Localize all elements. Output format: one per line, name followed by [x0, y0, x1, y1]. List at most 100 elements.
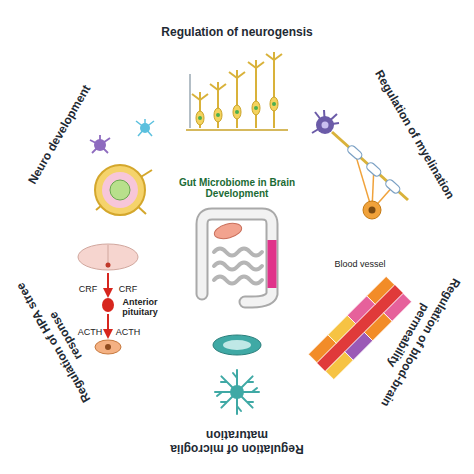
nucleus	[223, 340, 251, 350]
sector-title: Neuro development	[15, 64, 105, 206]
resting-microglia	[213, 335, 261, 355]
neuron-body	[196, 111, 204, 125]
wedge-shape	[1, 33, 237, 237]
separator-line	[0, 235, 149, 239]
crf-arrow	[107, 273, 109, 296]
nucleus	[235, 110, 239, 114]
neuron-bodies	[196, 97, 278, 125]
intestine-loop	[214, 249, 262, 256]
pituitary	[102, 298, 114, 312]
nucleus	[272, 102, 276, 106]
nucleus	[198, 116, 202, 120]
figure-label: CRF	[79, 285, 98, 295]
hypothalamus	[106, 263, 111, 268]
neuron-body	[270, 97, 278, 111]
separator-line	[281, 29, 357, 161]
neuron-process	[266, 52, 282, 128]
sector-panel: Regulation of neurogensis	[119, 1, 355, 237]
neuron-body	[214, 108, 222, 122]
endothelial-cell	[367, 276, 395, 304]
stomach	[213, 221, 244, 242]
cytoplasm	[102, 172, 138, 208]
neuron-process	[192, 92, 208, 128]
sector-wedge	[237, 32, 473, 237]
wedge-shape	[1, 237, 237, 441]
sector-wedge	[1, 237, 237, 442]
microglia-branches	[215, 370, 259, 414]
sector-title: Regulation of microglia maturation	[159, 427, 315, 455]
radial-glia	[189, 74, 191, 128]
acth-arrow	[107, 314, 109, 337]
center-circle: Gut Microbiome in Brain Development	[147, 147, 327, 327]
separator-line	[325, 235, 474, 239]
developing-cell	[95, 165, 145, 215]
endothelial-cell	[384, 293, 412, 321]
wedge-shape	[119, 237, 355, 473]
wedge-shape	[237, 33, 473, 237]
nucleus	[216, 113, 220, 117]
nucleus	[105, 344, 111, 350]
large-intestine	[202, 214, 272, 302]
neuron-body	[233, 105, 241, 119]
neurodevelopment-figure	[90, 119, 154, 215]
glial-cell	[140, 123, 150, 133]
microglia-figure	[213, 335, 261, 414]
wedge-shape	[119, 1, 355, 237]
intestine-loop	[214, 277, 262, 284]
figure-label: ACTH	[78, 328, 103, 338]
myelin-sheaths	[346, 144, 401, 195]
neuron-process	[248, 60, 264, 128]
base-line	[186, 129, 288, 131]
neuron-process	[210, 82, 226, 128]
sector-separators	[0, 29, 474, 445]
myelin-segment	[384, 178, 401, 195]
nucleus	[369, 207, 376, 214]
figure-label: Blood vessel	[334, 260, 385, 270]
neuron-nuclei	[198, 102, 276, 120]
neuron-body	[252, 101, 260, 115]
oligodendrocyte	[363, 201, 381, 219]
nucleus	[110, 180, 130, 200]
gut-figure	[202, 214, 272, 302]
figure-label: Anterior pituitary	[117, 298, 163, 318]
neuron-dendrites	[312, 110, 339, 133]
nucleus	[254, 106, 258, 110]
brain-section	[78, 244, 138, 270]
intestine-loop	[214, 263, 262, 270]
myelination-figure	[312, 110, 408, 219]
purple-cell-arms	[90, 135, 110, 153]
glial-cell	[94, 139, 106, 151]
sector-panel: Regulation of myelination	[237, 32, 473, 237]
ring-shape	[153, 153, 321, 321]
sector-title: Regulation of neurogensis	[159, 26, 315, 40]
axon	[332, 132, 408, 200]
sector-title: Regulation of myelination	[369, 64, 459, 206]
sector-panel: Neuro development	[1, 32, 237, 238]
descending-colon	[268, 240, 277, 288]
myelin-segment	[365, 161, 382, 178]
large-intestine-inner	[202, 214, 272, 302]
figure-label: CRF	[119, 285, 138, 295]
sector-wedge	[1, 32, 237, 238]
myelin-segment	[346, 144, 363, 161]
sector-panel: Regulation of microglia maturation	[119, 237, 355, 473]
cyan-cell-arms	[136, 119, 154, 136]
adrenal-cell	[95, 340, 121, 354]
sector-panel: Regulation of HPA stree response	[1, 237, 237, 442]
sector-title: Regulation of blood-brain permeability	[363, 264, 465, 413]
figure-label: ACTH	[116, 328, 141, 338]
neuron-process	[229, 70, 245, 128]
neuron-processes	[192, 52, 282, 128]
separator-line	[117, 29, 193, 161]
separator-line	[281, 313, 357, 445]
neurogenesis-figure	[186, 52, 288, 130]
wedge-shape	[237, 237, 473, 441]
center-title: Gut Microbiome in Brain Development	[177, 177, 297, 200]
center-ring	[147, 147, 327, 327]
neuron-body	[316, 116, 334, 134]
nucleus	[322, 122, 329, 129]
ramified-microglia	[230, 385, 244, 399]
small-intestine	[214, 249, 262, 284]
